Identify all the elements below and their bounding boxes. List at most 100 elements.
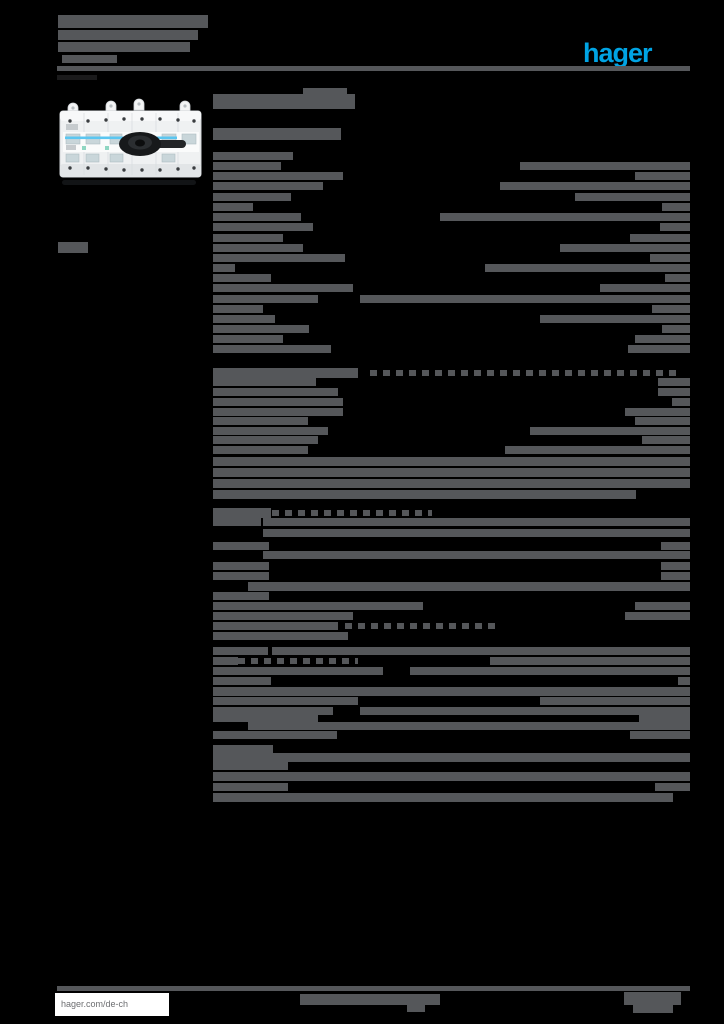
- footer-url: hager.com/de-ch: [61, 999, 129, 1009]
- spec-value: [263, 529, 690, 537]
- hager-logo: hager: [583, 38, 653, 68]
- spec-value: [650, 254, 690, 262]
- spec-label: [213, 762, 288, 770]
- spec-paragraph-line: [213, 793, 673, 802]
- spec-label: [213, 223, 313, 231]
- spec-value: [272, 647, 690, 655]
- spec-label: [213, 542, 269, 550]
- spec-value: [662, 325, 690, 333]
- margin-badge-text: [58, 242, 88, 253]
- spec-label: [213, 193, 291, 201]
- spec-value: [500, 182, 690, 190]
- footer-right-text: [633, 1005, 673, 1013]
- spec-section-heading: [213, 368, 358, 378]
- spec-value: [625, 408, 690, 416]
- spec-value: [678, 677, 690, 685]
- spec-value: [660, 223, 690, 231]
- spec-label: [213, 612, 353, 620]
- spec-label: [213, 562, 269, 570]
- product-rotary-handle: [119, 132, 186, 156]
- spec-value: [263, 518, 690, 526]
- spec-value: [635, 602, 690, 610]
- spec-label: [213, 408, 343, 416]
- spec-label: [213, 244, 303, 252]
- footer-center-text: [407, 1005, 425, 1012]
- spec-label: [213, 203, 253, 211]
- spec-value: [440, 213, 690, 221]
- spec-label: [213, 677, 271, 685]
- spec-value: [625, 612, 690, 620]
- spec-label: [213, 325, 309, 333]
- spec-section-heading: [213, 508, 271, 518]
- spec-value: [560, 244, 690, 252]
- spec-value: [628, 345, 690, 353]
- spec-label: [213, 622, 338, 630]
- spec-paragraph-line: [213, 687, 690, 696]
- spec-label: [213, 254, 345, 262]
- spec-value: [490, 657, 690, 665]
- spec-label: [213, 632, 348, 640]
- spec-label: [213, 398, 343, 406]
- spec-value: [661, 542, 690, 550]
- spec-label: [213, 152, 293, 160]
- spec-label: [213, 697, 358, 705]
- footer-url-box: hager.com/de-ch: [55, 993, 169, 1016]
- spec-label: [213, 446, 308, 454]
- spec-paragraph-line: [213, 468, 690, 477]
- spec-value: [658, 378, 690, 386]
- spec-value: [652, 305, 690, 313]
- spec-label: [213, 731, 337, 739]
- spec-label: [213, 417, 308, 425]
- header-text-line: [58, 15, 208, 28]
- spec-label: [213, 284, 353, 292]
- spec-value: [630, 234, 690, 242]
- spec-label: [213, 305, 263, 313]
- spec-section-heading: [213, 745, 273, 755]
- spec-dot-leader: [345, 623, 495, 629]
- spec-paragraph-line: [213, 753, 690, 762]
- header-text-line: [58, 30, 198, 40]
- spec-value: [658, 388, 690, 396]
- spec-paragraph-line: [213, 457, 690, 466]
- spec-label: [213, 172, 343, 180]
- footer-right-text: [624, 992, 681, 1005]
- spec-paragraph-line: [213, 772, 690, 781]
- spec-value: [360, 295, 690, 303]
- spec-value: [505, 446, 690, 454]
- spec-value: [655, 783, 690, 791]
- spec-label: [213, 315, 275, 323]
- spec-dot-leader: [238, 658, 358, 664]
- spec-label: [213, 602, 423, 610]
- header-text-line: [58, 42, 190, 52]
- spec-value: [540, 315, 690, 323]
- spec-value: [360, 707, 690, 715]
- spec-value: [410, 667, 690, 675]
- spec-value: [639, 714, 690, 722]
- spec-label: [213, 667, 383, 675]
- spec-value: [635, 335, 690, 343]
- spec-label: [213, 162, 281, 170]
- spec-label: [213, 234, 283, 242]
- spec-value: [661, 572, 690, 580]
- spec-dot-leader: [370, 370, 680, 376]
- spec-label: [213, 647, 268, 655]
- spec-value: [530, 427, 690, 435]
- spec-value: [642, 436, 690, 444]
- spec-paragraph-line: [213, 479, 690, 488]
- spec-label: [213, 518, 261, 526]
- spec-value: [661, 562, 690, 570]
- spec-value: [540, 697, 690, 705]
- product-title-text: [213, 94, 355, 109]
- spec-label: [213, 783, 288, 791]
- spec-value: [575, 193, 690, 201]
- product-photo-changeover-switch: [59, 98, 202, 185]
- spec-label: [213, 592, 269, 600]
- spec-value: [600, 284, 690, 292]
- spec-label: [213, 182, 323, 190]
- spec-label: [213, 707, 333, 715]
- spec-label: [213, 714, 318, 722]
- spec-label: [213, 213, 301, 221]
- spec-value: [672, 398, 690, 406]
- footer-center-text: [300, 994, 440, 1005]
- product-subtitle-text: [213, 128, 341, 140]
